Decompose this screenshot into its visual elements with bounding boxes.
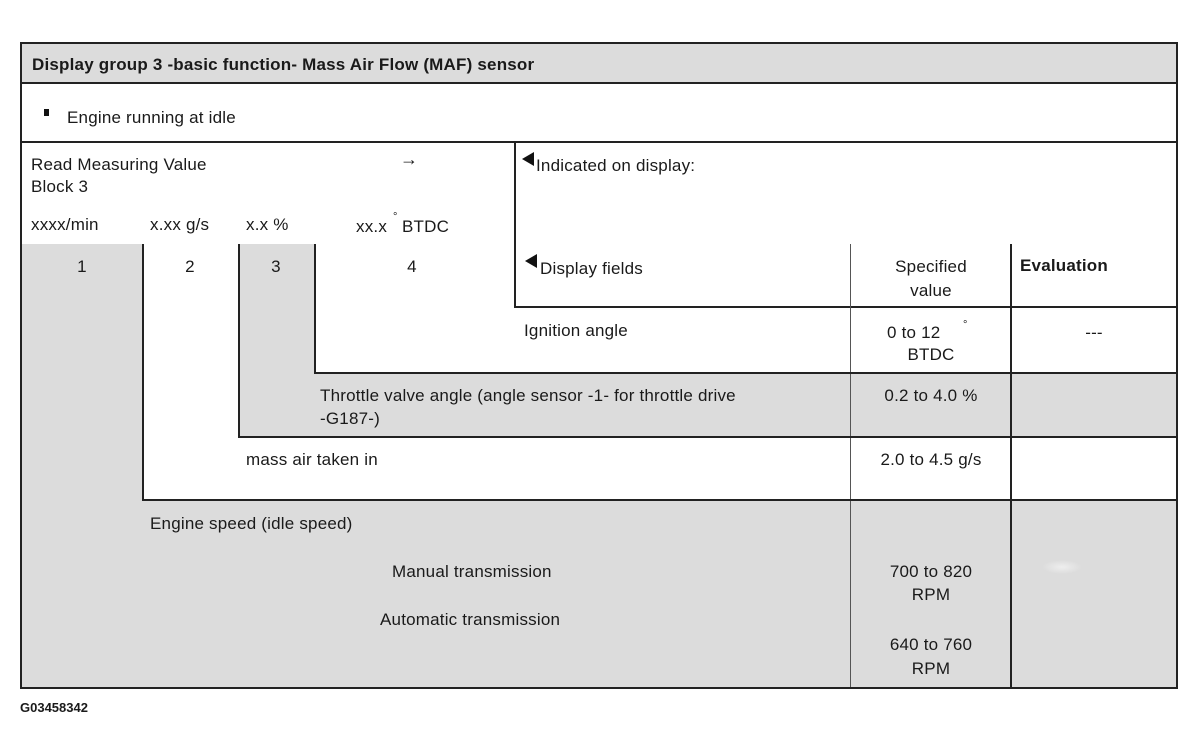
field-4-column bbox=[314, 244, 514, 374]
table-header: Display group 3 -basic function- Mass Ai… bbox=[22, 44, 1176, 84]
indicated-label: Indicated on display: bbox=[536, 156, 696, 175]
manual-rpm-line1: 700 to 820 bbox=[889, 562, 973, 581]
field-2-column bbox=[142, 244, 238, 501]
field-number-2: 2 bbox=[185, 257, 195, 276]
condition-row: Engine running at idle bbox=[22, 84, 1176, 142]
engine-speed-label: Engine speed (idle speed) bbox=[150, 514, 353, 533]
scan-smudge bbox=[1042, 560, 1082, 574]
field-format-4: xx.x bbox=[356, 217, 388, 236]
display-fields-header: Display fields bbox=[540, 259, 643, 278]
read-measuring-label: Read Measuring Value bbox=[31, 155, 207, 174]
divider bbox=[314, 244, 316, 374]
ignition-angle-evaluation: --- bbox=[1085, 323, 1103, 342]
divider bbox=[22, 141, 1176, 143]
ignition-angle-value-line2: BTDC bbox=[907, 345, 955, 364]
arrow-right-icon: → bbox=[400, 149, 419, 169]
automatic-rpm-line1: 640 to 760 bbox=[889, 635, 973, 654]
field-number-4: 4 bbox=[407, 257, 417, 276]
automatic-rpm-line2: RPM bbox=[911, 659, 951, 678]
field-format-1: xxxx/min bbox=[31, 215, 99, 234]
field-format-3: x.x % bbox=[246, 215, 289, 234]
throttle-angle-label-line2: -G187-) bbox=[320, 409, 380, 428]
manual-transmission-label: Manual transmission bbox=[392, 562, 552, 581]
mass-air-value: 2.0 to 4.5 g/s bbox=[880, 450, 982, 469]
evaluation-header: Evaluation bbox=[1020, 256, 1108, 275]
divider bbox=[142, 244, 144, 501]
divider bbox=[314, 372, 1176, 374]
throttle-angle-label-line1: Throttle valve angle (angle sensor -1- f… bbox=[320, 386, 736, 405]
manual-rpm-line2: RPM bbox=[911, 585, 951, 604]
pointer-triangle-icon bbox=[525, 254, 537, 268]
field-number-3: 3 bbox=[271, 257, 281, 276]
ignition-angle-value-line1: 0 to 12 bbox=[887, 323, 941, 342]
table-title: Display group 3 -basic function- Mass Ai… bbox=[32, 55, 535, 74]
field-number-1: 1 bbox=[77, 257, 87, 276]
pointer-triangle-icon bbox=[522, 152, 534, 166]
mass-air-row bbox=[142, 437, 1176, 501]
field-format-4-unit: BTDC bbox=[402, 217, 450, 236]
condition-text: Engine running at idle bbox=[67, 108, 236, 127]
specified-value-header-line2: value bbox=[910, 281, 952, 300]
mass-air-label: mass air taken in bbox=[246, 450, 378, 469]
figure-id: G03458342 bbox=[20, 700, 88, 715]
specified-value-header-line1: Specified bbox=[895, 257, 967, 276]
divider bbox=[850, 244, 851, 687]
diagnostic-table: Display group 3 -basic function- Mass Ai… bbox=[20, 42, 1178, 689]
divider bbox=[514, 306, 1176, 308]
divider bbox=[1010, 244, 1012, 687]
divider bbox=[238, 436, 1176, 438]
divider bbox=[238, 244, 240, 438]
column-header-area bbox=[514, 244, 1176, 308]
degree-symbol: ° bbox=[393, 211, 398, 223]
throttle-angle-value: 0.2 to 4.0 % bbox=[884, 386, 978, 405]
divider bbox=[514, 142, 516, 308]
degree-symbol: ° bbox=[963, 319, 968, 331]
divider bbox=[142, 499, 1176, 501]
block-number-label: Block 3 bbox=[31, 177, 89, 196]
automatic-transmission-label: Automatic transmission bbox=[380, 610, 561, 629]
ignition-angle-label: Ignition angle bbox=[524, 321, 628, 340]
divider bbox=[22, 82, 1176, 84]
field-format-2: x.xx g/s bbox=[150, 215, 210, 234]
bullet-icon bbox=[44, 109, 49, 116]
